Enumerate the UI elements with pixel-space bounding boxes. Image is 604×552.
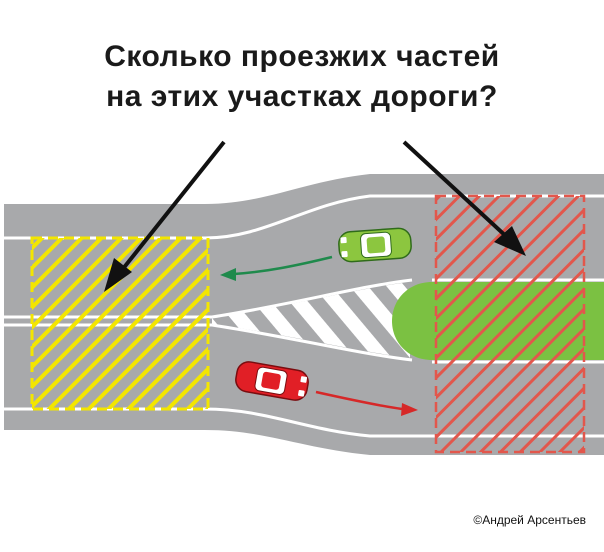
title-line-2: на этих участках дороги?: [106, 80, 498, 113]
title-line-1: Сколько проезжих частей: [104, 40, 500, 73]
island-line-lower: [211, 323, 413, 362]
arrow-down-left-icon: [104, 140, 226, 292]
road-edge-line-top: [4, 194, 604, 240]
island-line-upper: [211, 278, 413, 319]
arrow-down-right-icon: [402, 140, 526, 256]
copyright-text: ©Андрей Арсентьев: [473, 513, 586, 527]
car-green-icon: [338, 227, 412, 263]
direction-arrow-right-icon: [315, 390, 418, 416]
direction-arrow-left-icon: [220, 255, 333, 281]
road-edge-line-bottom: [4, 407, 604, 438]
car-red-icon: [235, 361, 309, 401]
